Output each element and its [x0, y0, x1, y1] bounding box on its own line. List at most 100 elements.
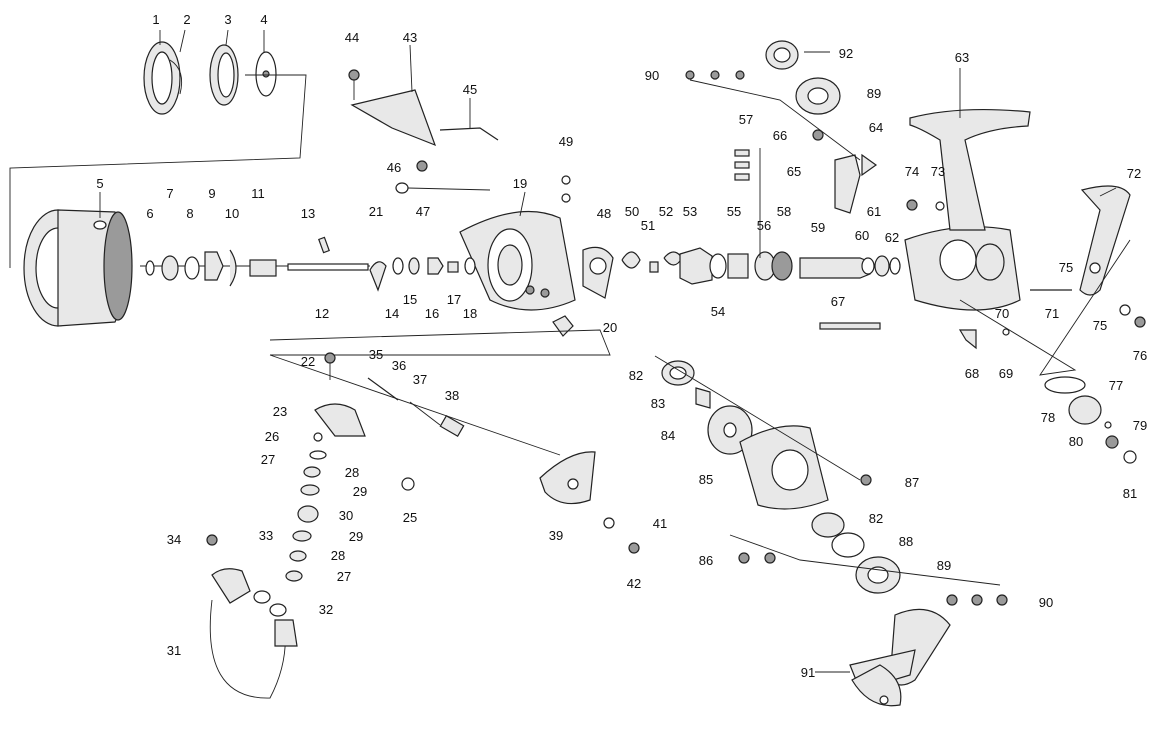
callout-74: 74	[905, 164, 919, 179]
callout-36: 36	[392, 358, 406, 373]
callout-30: 30	[339, 508, 353, 523]
callout-57: 57	[739, 112, 753, 127]
callout-82-lower: 82	[869, 511, 883, 526]
callout-23: 23	[273, 404, 287, 419]
callout-66: 66	[773, 128, 787, 143]
callout-78: 78	[1041, 410, 1055, 425]
drive-gear-assembly	[654, 355, 1008, 606]
callout-50: 50	[625, 204, 639, 219]
callout-75-lower: 75	[1093, 318, 1107, 333]
callout-87: 87	[905, 475, 919, 490]
callout-51: 51	[641, 218, 655, 233]
rotor-cover	[269, 354, 640, 554]
callout-10: 10	[225, 206, 239, 221]
callout-28-lower: 28	[331, 548, 345, 563]
callout-70: 70	[995, 306, 1009, 321]
main-shaft-parts	[140, 236, 370, 287]
rotor	[369, 210, 576, 337]
drag-knob-assembly	[9, 41, 307, 268]
callout-1: 1	[152, 12, 159, 27]
callout-90-upper: 90	[645, 68, 659, 83]
leader-lines	[99, 29, 1117, 673]
callout-89-upper: 89	[867, 86, 881, 101]
callout-80: 80	[1069, 434, 1083, 449]
callout-7: 7	[166, 186, 173, 201]
reel-body	[812, 108, 1146, 464]
callout-77: 77	[1109, 378, 1123, 393]
callout-72: 72	[1127, 166, 1141, 181]
callout-35: 35	[369, 347, 383, 362]
callout-3: 3	[224, 12, 231, 27]
callout-19: 19	[513, 176, 527, 191]
callout-86: 86	[699, 553, 713, 568]
callout-84: 84	[661, 428, 675, 443]
callout-labels: 1 2 3 4 5 6 7 8 9 10 11 12 13 14 15 16 1…	[96, 12, 1147, 680]
callout-59: 59	[811, 220, 825, 235]
callout-63: 63	[955, 50, 969, 65]
callout-44: 44	[345, 30, 359, 45]
callout-27-upper: 27	[261, 452, 275, 467]
callout-33: 33	[259, 528, 273, 543]
callout-18: 18	[463, 306, 477, 321]
callout-58: 58	[777, 204, 791, 219]
callout-92: 92	[839, 46, 853, 61]
callout-32: 32	[319, 602, 333, 617]
callout-31: 31	[167, 643, 181, 658]
callout-85: 85	[699, 472, 713, 487]
callout-47: 47	[416, 204, 430, 219]
callout-76: 76	[1133, 348, 1147, 363]
callout-81: 81	[1123, 486, 1137, 501]
callout-43: 43	[403, 30, 417, 45]
callout-39: 39	[549, 528, 563, 543]
callout-64: 64	[869, 120, 883, 135]
callout-37: 37	[413, 372, 427, 387]
callout-79: 79	[1133, 418, 1147, 433]
callout-25: 25	[403, 510, 417, 525]
callout-16: 16	[425, 306, 439, 321]
callout-11: 11	[251, 186, 265, 201]
callout-22: 22	[301, 354, 315, 369]
callout-15: 15	[403, 292, 417, 307]
callout-75-upper: 75	[1059, 260, 1073, 275]
callout-90-lower: 90	[1039, 595, 1053, 610]
callout-91: 91	[801, 665, 815, 680]
callout-8: 8	[186, 206, 193, 221]
handle	[849, 608, 951, 707]
pinion-parts	[561, 149, 901, 299]
callout-20: 20	[603, 320, 617, 335]
callout-88: 88	[899, 534, 913, 549]
callout-9: 9	[208, 186, 215, 201]
callout-62: 62	[885, 230, 899, 245]
callout-53: 53	[683, 204, 697, 219]
callout-28-upper: 28	[345, 465, 359, 480]
bail-arm-assembly	[348, 69, 499, 194]
callout-83: 83	[651, 396, 665, 411]
callout-61: 61	[867, 204, 881, 219]
callout-4: 4	[260, 12, 267, 27]
callout-27-lower: 27	[337, 569, 351, 584]
callout-29-upper: 29	[353, 484, 367, 499]
callout-73: 73	[931, 164, 945, 179]
callout-71: 71	[1045, 306, 1059, 321]
callout-6: 6	[146, 206, 153, 221]
callout-21: 21	[369, 204, 383, 219]
right-bearing-cap	[685, 40, 861, 161]
callout-67: 67	[831, 294, 845, 309]
callout-42: 42	[627, 576, 641, 591]
callout-69: 69	[999, 366, 1013, 381]
callout-29-lower: 29	[349, 529, 363, 544]
callout-45: 45	[463, 82, 477, 97]
callout-26: 26	[265, 429, 279, 444]
callout-56: 56	[757, 218, 771, 233]
callout-55: 55	[727, 204, 741, 219]
callout-34: 34	[167, 532, 181, 547]
line-roller-arm-assembly	[269, 329, 611, 582]
callout-46: 46	[387, 160, 401, 175]
callout-65: 65	[787, 164, 801, 179]
callout-12: 12	[315, 306, 329, 321]
callout-48: 48	[597, 206, 611, 221]
callout-89-lower: 89	[937, 558, 951, 573]
callout-13: 13	[301, 206, 315, 221]
callout-17: 17	[447, 292, 461, 307]
